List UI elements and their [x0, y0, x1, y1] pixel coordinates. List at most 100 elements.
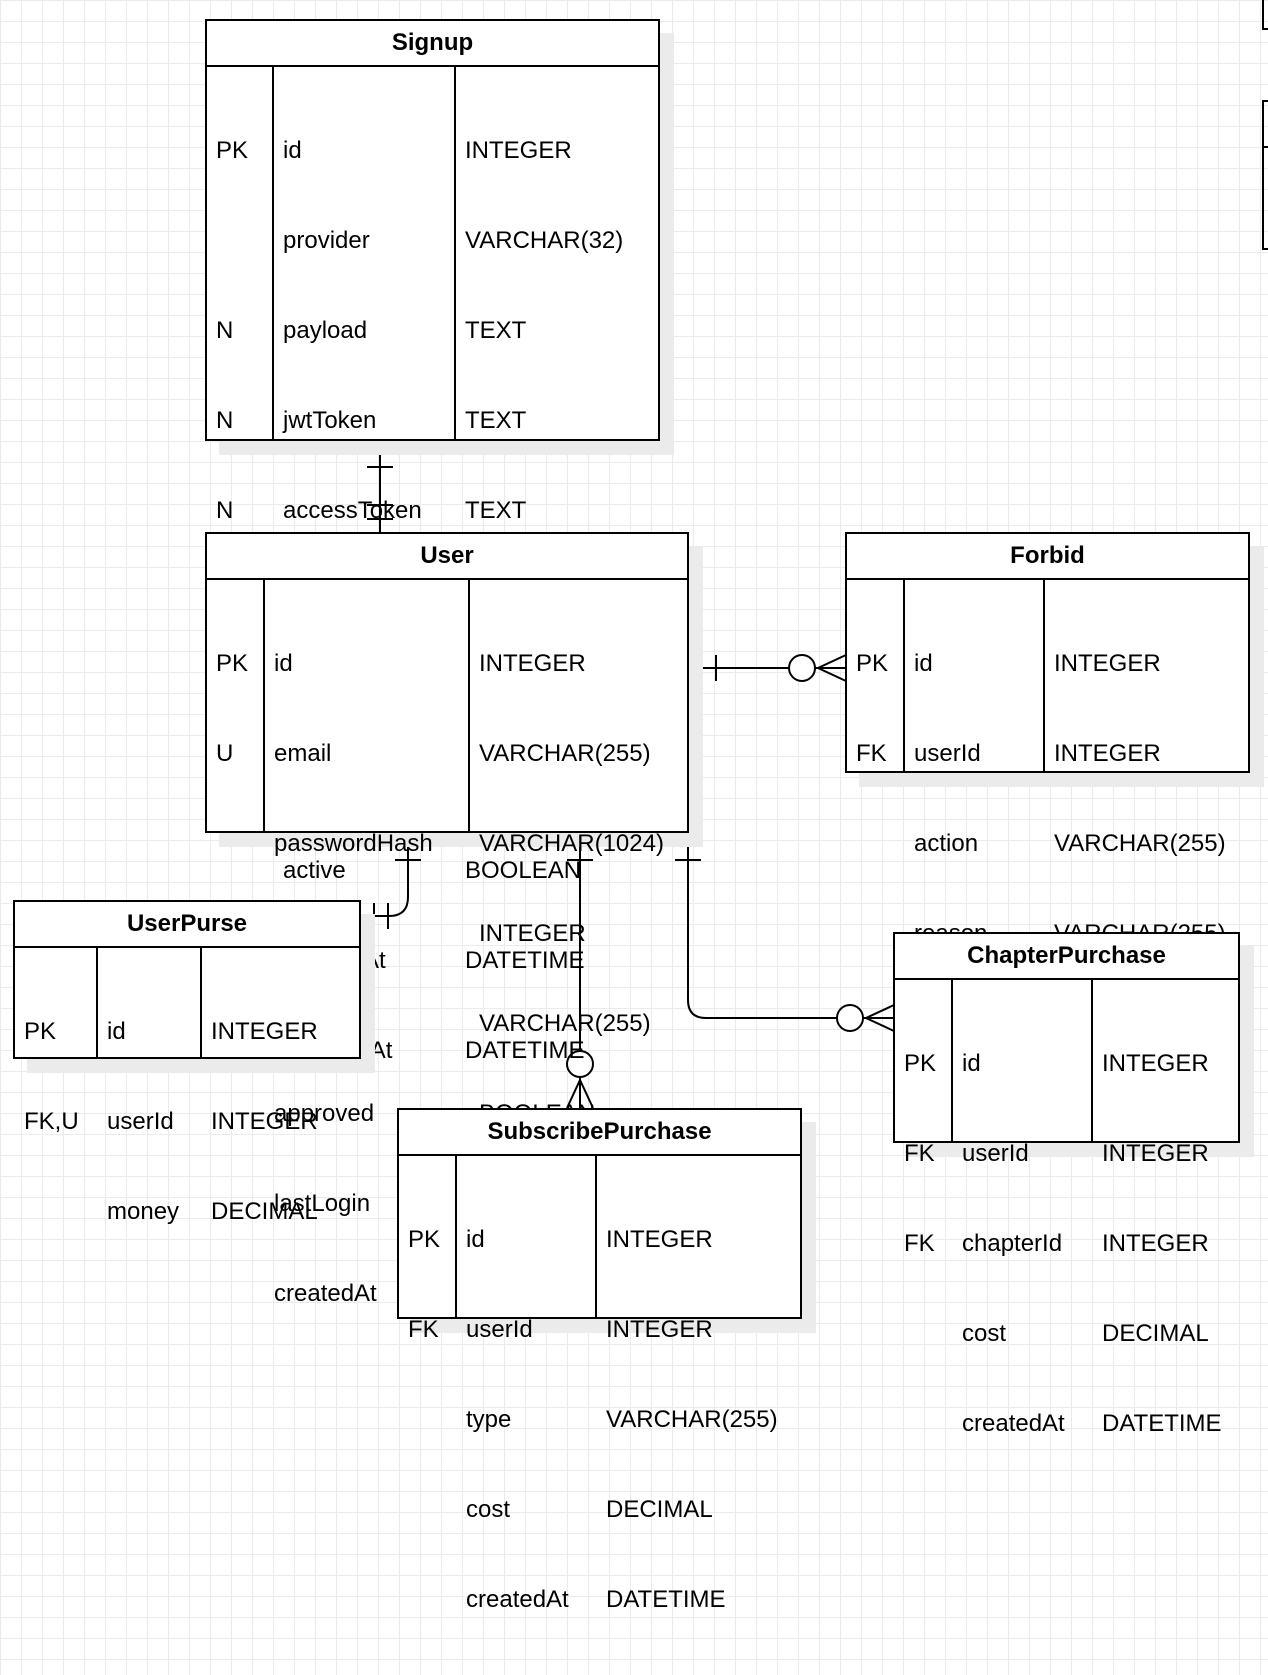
field-key: FK — [904, 1230, 935, 1257]
field-type: TEXT — [465, 317, 527, 344]
field-type: DECIMAL — [606, 1496, 713, 1523]
field-name: cost — [466, 1496, 511, 1523]
field-name: passwordHash — [274, 830, 433, 857]
field-key — [856, 829, 903, 859]
entity-title: Signup — [207, 21, 658, 67]
type-column: INTEGER INTEGER VARCHAR(255) VARCHAR(255… — [1043, 580, 1248, 1127]
field-key: N — [216, 407, 234, 434]
name-column: id userId chapterId cost createdAt — [951, 980, 1091, 1437]
field-type: INTEGER — [1054, 740, 1161, 767]
field-name: createdAt — [274, 1280, 377, 1307]
entity-title: UserPurse — [15, 902, 359, 948]
cardinality-many-crowfoot — [566, 1077, 594, 1109]
field-type: DATETIME — [465, 1037, 585, 1064]
field-key: FK — [856, 740, 887, 767]
offscreen-entity-edge — [1262, 100, 1268, 250]
field-name: id — [466, 1226, 485, 1253]
relationship-signup-user[interactable] — [367, 441, 393, 532]
entity-title: ChapterPurchase — [895, 934, 1238, 980]
type-column: INTEGER INTEGER INTEGER DECIMAL DATETIME — [1091, 980, 1238, 1437]
field-key: PK — [856, 650, 889, 677]
field-type: INTEGER — [211, 1018, 318, 1045]
entity-forbid[interactable]: Forbid PK FK id userId action reason end… — [845, 532, 1250, 1127]
cardinality-many-crowfoot — [863, 1004, 895, 1032]
entity-body: PK FK id userId action reason endsAt cre… — [847, 580, 1248, 1127]
name-column: id userId type cost createdAt — [455, 1156, 595, 1613]
field-key: PK — [24, 1018, 57, 1045]
type-column: INTEGER INTEGER VARCHAR(255) DECIMAL DAT… — [595, 1156, 800, 1613]
field-name: id — [107, 1018, 126, 1045]
field-type: INTEGER — [211, 1108, 318, 1135]
field-name: accessToken — [283, 497, 422, 524]
field-key: N — [216, 317, 234, 344]
type-column: INTEGER VARCHAR(255) VARCHAR(1024) INTEG… — [468, 580, 687, 1307]
field-key: FK — [904, 1140, 935, 1167]
name-column: id provider payload jwtToken accessToken… — [272, 67, 454, 1064]
field-key — [216, 226, 272, 256]
name-column: id userId money — [96, 948, 200, 1225]
field-name: type — [466, 1406, 512, 1433]
field-name: createdAt — [962, 1410, 1065, 1437]
field-key: PK — [216, 137, 249, 164]
field-name: money — [107, 1198, 180, 1225]
name-column: id email passwordHash signupId name appr… — [263, 580, 468, 1307]
field-type: INTEGER — [1102, 1050, 1209, 1077]
field-type: INTEGER — [1102, 1230, 1209, 1257]
relationship-user-userpurse[interactable] — [361, 833, 421, 929]
field-name: lastLogin — [274, 1190, 371, 1217]
field-type: INTEGER — [1054, 650, 1161, 677]
field-name: id — [283, 137, 302, 164]
field-name: id — [914, 650, 933, 677]
relationship-user-chapterpurchase[interactable] — [675, 833, 895, 1032]
key-column: PK U FK — [207, 580, 263, 947]
field-type: TEXT — [465, 407, 527, 434]
relationship-user-forbid[interactable] — [689, 654, 847, 682]
entity-signup[interactable]: Signup PK N N N N N,U N id provider payl… — [205, 19, 660, 1064]
entity-title: Forbid — [847, 534, 1248, 580]
entity-user[interactable]: User PK U FK id email passwordHash signu… — [205, 532, 689, 1307]
field-key — [216, 829, 263, 859]
field-name: id — [274, 650, 293, 677]
entity-chapterpurchase[interactable]: ChapterPurchase PK FK FK id userId chapt… — [893, 932, 1240, 1437]
key-column: PK N N N N N,U N — [207, 67, 272, 1064]
cardinality-zero-circle — [788, 654, 816, 682]
relationship-user-subscribepurchase[interactable] — [566, 833, 594, 1109]
field-type: INTEGER — [1102, 1140, 1209, 1167]
er-diagram-canvas: Signup PK N N N N N,U N id provider payl… — [13, 0, 1268, 1613]
field-key — [904, 1319, 951, 1349]
field-name: chapterId — [962, 1230, 1063, 1257]
entity-body: PK U FK id email passwordHash signupId n… — [207, 580, 687, 1307]
field-key: PK — [408, 1226, 441, 1253]
field-type: INTEGER — [465, 137, 572, 164]
field-key — [408, 1585, 455, 1615]
entity-title: SubscribePurchase — [399, 1110, 800, 1156]
field-type: BOOLEAN — [465, 857, 582, 884]
key-column: PK FK — [847, 580, 903, 771]
field-type: VARCHAR(255) — [606, 1406, 778, 1433]
entity-body: PK FK,U id userId money INTEGER INTEGER … — [15, 948, 359, 1225]
field-name: jwtToken — [283, 407, 377, 434]
cardinality-many-crowfoot — [815, 654, 847, 682]
field-name: userId — [962, 1140, 1029, 1167]
field-key: PK — [904, 1050, 937, 1077]
relationship-lines — [361, 441, 895, 1109]
field-key — [408, 1405, 455, 1435]
field-name: payload — [283, 317, 368, 344]
entity-title: User — [207, 534, 687, 580]
field-key: FK — [408, 1316, 439, 1343]
field-type: INTEGER — [606, 1316, 713, 1343]
field-name: userId — [107, 1108, 174, 1135]
field-name: provider — [283, 227, 370, 254]
entity-subscribepurchase[interactable]: SubscribePurchase PK FK id userId type c… — [397, 1108, 802, 1613]
field-name: id — [962, 1050, 981, 1077]
field-name: userId — [914, 740, 981, 767]
field-name: createdAt — [466, 1586, 569, 1613]
field-name: email — [274, 740, 332, 767]
field-type: DATETIME — [1102, 1410, 1222, 1437]
field-name: active — [283, 857, 346, 884]
entity-userpurse[interactable]: UserPurse PK FK,U id userId money INTEGE… — [13, 900, 361, 1225]
field-type: INTEGER — [479, 650, 586, 677]
field-type: VARCHAR(32) — [465, 227, 624, 254]
field-key: U — [216, 740, 234, 767]
field-key — [904, 1409, 951, 1439]
